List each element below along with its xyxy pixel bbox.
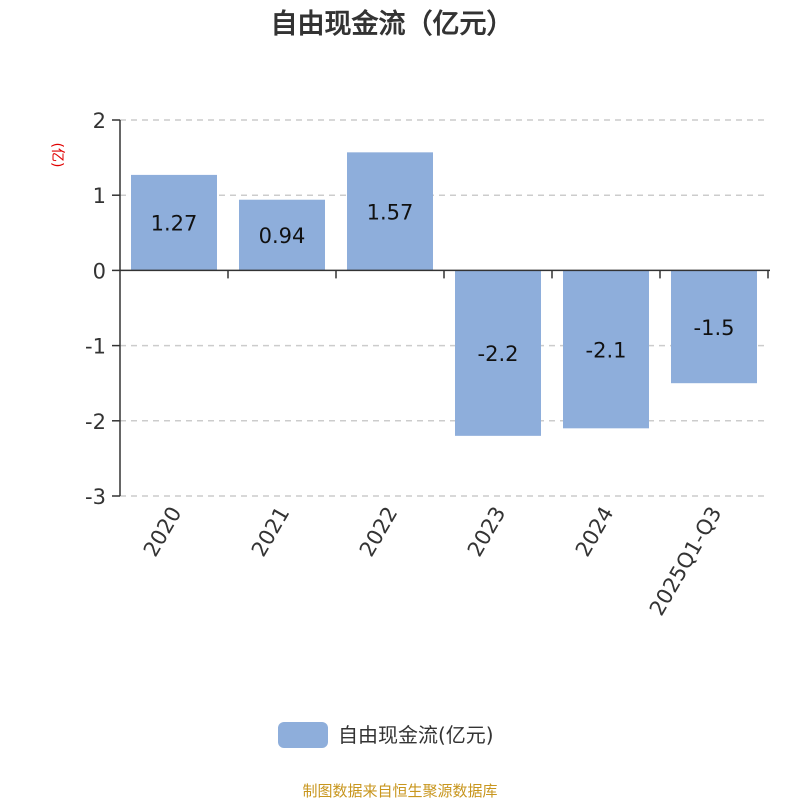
data-label: -2.2 [478, 342, 519, 366]
x-tick-label: 2020 [139, 503, 187, 561]
x-tick-label: 2024 [571, 503, 619, 561]
data-label: 1.57 [367, 200, 414, 224]
data-label: -1.5 [694, 316, 735, 340]
bar [131, 174, 217, 271]
chart-title: 自由现金流（亿元） [271, 8, 514, 40]
y-tick-label: -2 [85, 410, 106, 434]
y-tick-label: 2 [93, 109, 106, 133]
data-label: -2.1 [586, 338, 627, 362]
y-tick-label: 1 [93, 184, 106, 208]
data-label: 0.94 [259, 224, 306, 248]
bar [455, 270, 541, 436]
x-tick-label: 2025Q1-Q3 [645, 503, 727, 620]
y-tick-label: -3 [85, 485, 106, 509]
footer-source: 制图数据来自恒生聚源数据库 [302, 782, 497, 800]
x-tick-label: 2021 [247, 503, 295, 561]
bar [671, 270, 757, 384]
bar [347, 152, 433, 271]
y-tick-label: -1 [85, 335, 106, 359]
y-tick-label: 0 [93, 259, 106, 283]
legend-swatch[interactable] [278, 722, 328, 748]
bar [563, 270, 649, 429]
x-tick-label: 2023 [463, 503, 511, 561]
legend-label[interactable]: 自由现金流(亿元) [338, 723, 494, 747]
bar [239, 199, 325, 271]
x-tick-label: 2022 [355, 503, 403, 561]
data-label: 1.27 [151, 212, 198, 236]
y-axis-label: (亿) [49, 143, 65, 168]
